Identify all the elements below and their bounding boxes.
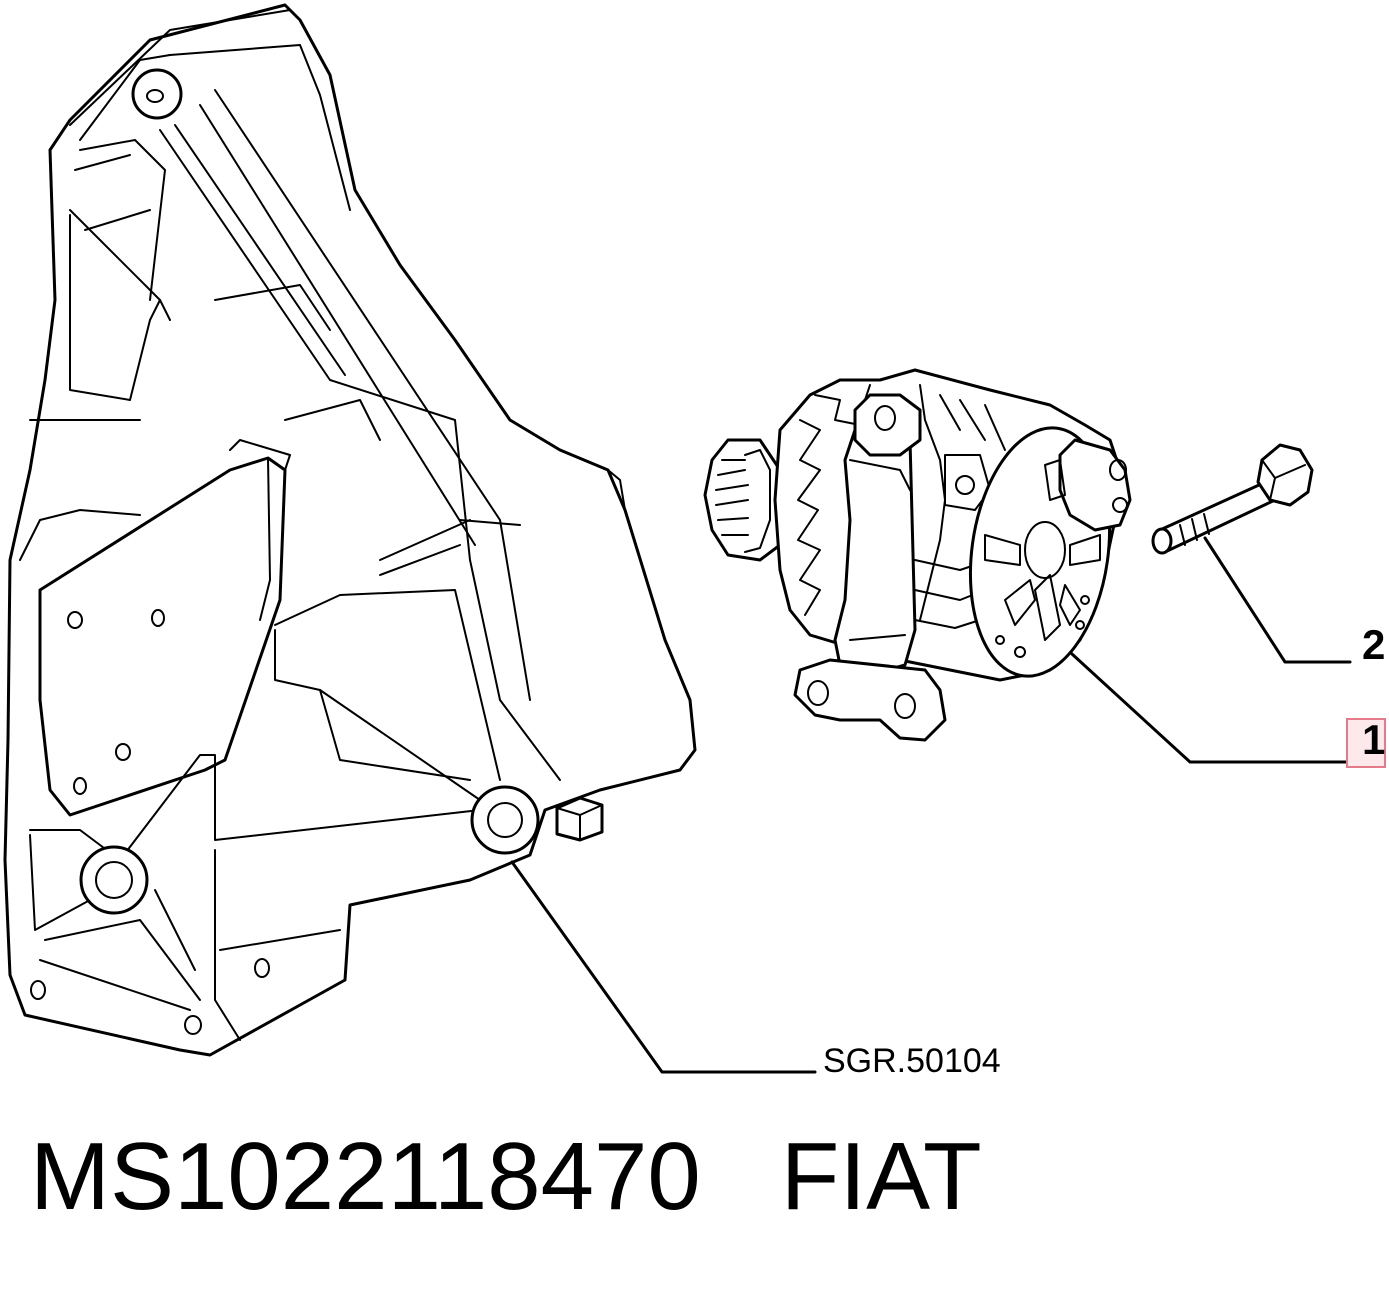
- caption: MS1022118470 FIAT: [30, 1122, 982, 1232]
- bolt: [1151, 443, 1352, 664]
- part-number: MS1022118470: [30, 1123, 701, 1230]
- engine-bracket: [3, 3, 817, 1074]
- callout-1-highlight: [1346, 718, 1386, 768]
- alternator: [703, 368, 1352, 764]
- callout-label-2[interactable]: 2: [1362, 621, 1386, 668]
- callout-label-1[interactable]: 1: [1362, 716, 1386, 763]
- brand-name: FIAT: [780, 1123, 982, 1230]
- bracket-reference-label: SGR.50104: [823, 1042, 1001, 1080]
